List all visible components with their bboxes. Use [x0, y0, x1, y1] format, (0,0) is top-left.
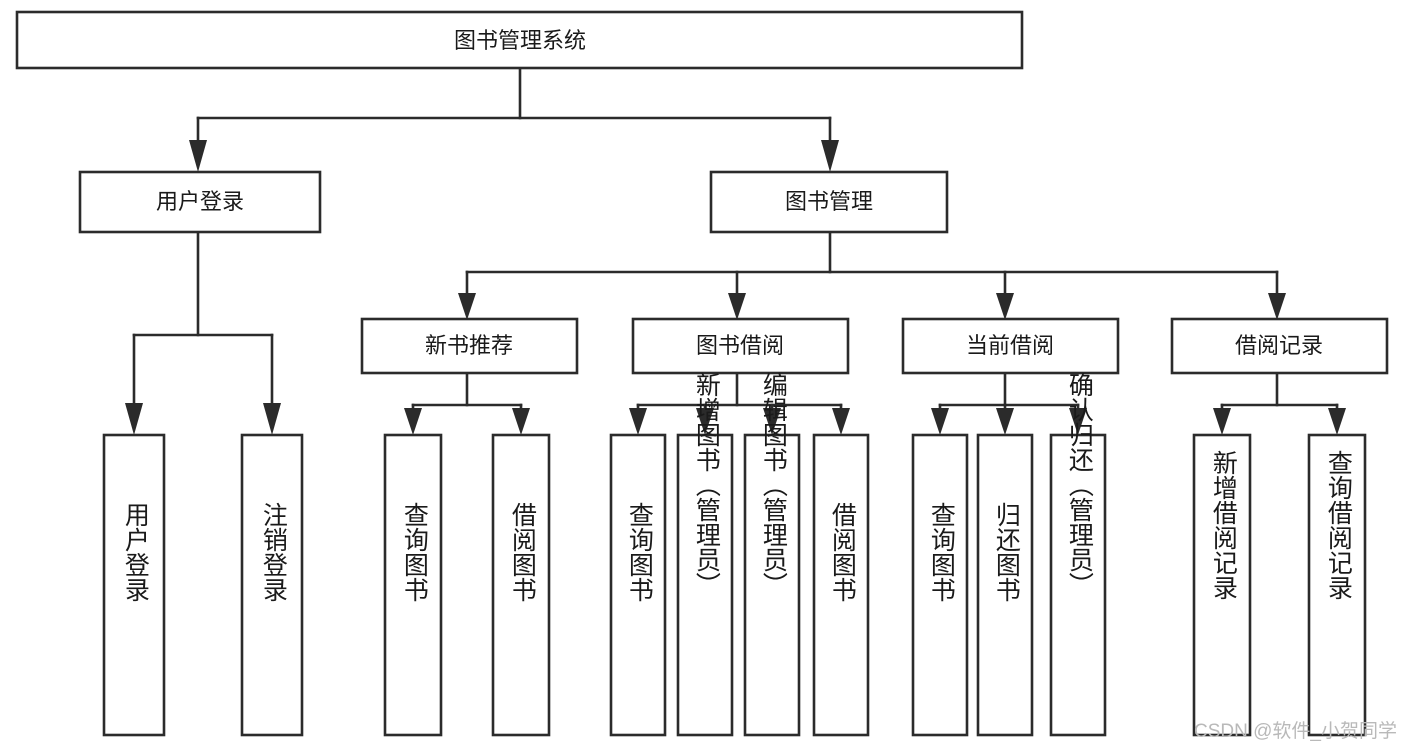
arrowhead-borrow-record — [1268, 293, 1286, 320]
node-book-borrow[interactable]: 图书借阅 — [631, 317, 850, 375]
node-current-borrow-box[interactable] — [901, 317, 1120, 375]
node-leaf-return-book[interactable]: 归还图书 — [976, 433, 1034, 737]
node-leaf-borrow-book-1-label: 借阅图书 — [508, 502, 537, 602]
arrowhead-leaf-add-record — [1213, 408, 1231, 435]
node-leaf-borrow-book-1-box[interactable] — [491, 433, 551, 737]
node-leaf-user-login-box[interactable] — [102, 433, 166, 737]
node-new-book-recommend[interactable]: 新书推荐 — [360, 317, 579, 375]
node-leaf-return-book-label: 归还图书 — [992, 502, 1021, 602]
arrowhead-leaf-query-book-1 — [404, 408, 422, 435]
node-book-borrow-label: 图书借阅 — [696, 333, 784, 358]
node-leaf-query-book-3[interactable]: 查询图书 — [911, 433, 969, 737]
node-leaf-add-record-box[interactable] — [1192, 433, 1252, 737]
arrowhead-leaf-return-book — [996, 408, 1014, 435]
arrowhead-book-borrow — [728, 293, 746, 320]
connector-group — [125, 66, 1346, 435]
node-leaf-query-record[interactable]: 查询借阅记录 — [1307, 433, 1367, 737]
node-borrow-record-box[interactable] — [1170, 317, 1389, 375]
node-leaf-return-book-box[interactable] — [976, 433, 1034, 737]
node-current-borrow[interactable]: 当前借阅 — [901, 317, 1120, 375]
node-current-borrow-label: 当前借阅 — [966, 333, 1054, 358]
arrowhead-leaf-edit-book — [763, 408, 781, 435]
node-leaf-query-record-label: 查询借阅记录 — [1324, 450, 1353, 600]
arrowhead-leaf-user-login — [125, 403, 143, 435]
node-leaf-borrow-book-2-box[interactable] — [812, 433, 870, 737]
arrowhead-new-book-recommend — [458, 293, 476, 320]
node-borrow-record-label: 借阅记录 — [1235, 333, 1323, 358]
node-leaf-query-book-1[interactable]: 查询图书 — [383, 433, 443, 737]
node-leaf-query-book-2-label: 查询图书 — [625, 502, 654, 602]
node-root-label: 图书管理系统 — [454, 28, 586, 53]
node-leaf-confirm-return-box[interactable] — [1049, 433, 1107, 737]
arrowhead-leaf-borrow-book-2 — [832, 408, 850, 435]
node-leaf-logout-login[interactable]: 注销登录 — [240, 433, 304, 737]
node-leaf-add-record[interactable]: 新增借阅记录 — [1192, 433, 1252, 737]
csdn-watermark: CSDN @软件_小贺同学 — [1194, 721, 1397, 742]
arrowhead-leaf-confirm-return — [1069, 408, 1087, 435]
node-leaf-confirm-return-label: 确认归还（管理员） — [1065, 372, 1094, 597]
node-leaf-query-book-2[interactable]: 查询图书 — [609, 433, 667, 737]
node-leaf-query-book-2-box[interactable] — [609, 433, 667, 737]
arrowhead-leaf-query-record — [1328, 408, 1346, 435]
node-user-login-box[interactable] — [78, 170, 322, 234]
node-leaf-add-book-label: 新增图书（管理员） — [692, 372, 721, 597]
node-leaf-edit-book-label: 编辑图书（管理员） — [759, 372, 788, 597]
node-leaf-add-book[interactable]: 新增图书（管理员） — [676, 372, 734, 737]
node-leaf-user-login[interactable]: 用户登录 — [102, 433, 166, 737]
node-leaf-edit-book[interactable]: 编辑图书（管理员） — [743, 372, 801, 737]
node-leaf-logout-login-box[interactable] — [240, 433, 304, 737]
node-leaf-borrow-book-2[interactable]: 借阅图书 — [812, 433, 870, 737]
arrowhead-leaf-query-book-3 — [931, 408, 949, 435]
arrowhead-book-manage — [821, 140, 839, 172]
arrowhead-leaf-add-book — [696, 408, 714, 435]
node-leaf-borrow-book-2-label: 借阅图书 — [828, 502, 857, 602]
node-book-manage[interactable]: 图书管理 — [709, 170, 949, 234]
node-leaf-user-login-label: 用户登录 — [121, 502, 150, 602]
node-root[interactable]: 图书管理系统 — [15, 10, 1024, 70]
arrowhead-leaf-borrow-book-1 — [512, 408, 530, 435]
node-leaf-add-record-label: 新增借阅记录 — [1209, 450, 1238, 600]
arrowhead-leaf-logout-login — [263, 403, 281, 435]
node-leaf-query-record-box[interactable] — [1307, 433, 1367, 737]
arrowhead-leaf-query-book-2 — [629, 408, 647, 435]
node-leaf-query-book-1-label: 查询图书 — [400, 502, 429, 602]
node-leaf-confirm-return[interactable]: 确认归还（管理员） — [1049, 372, 1107, 737]
node-book-borrow-box[interactable] — [631, 317, 850, 375]
node-leaf-borrow-book-1[interactable]: 借阅图书 — [491, 433, 551, 737]
node-book-manage-box[interactable] — [709, 170, 949, 234]
arrowhead-current-borrow — [996, 293, 1014, 320]
node-new-book-recommend-box[interactable] — [360, 317, 579, 375]
node-borrow-record[interactable]: 借阅记录 — [1170, 317, 1389, 375]
node-leaf-edit-book-box[interactable] — [743, 433, 801, 737]
node-leaf-add-book-box[interactable] — [676, 433, 734, 737]
node-book-manage-label: 图书管理 — [785, 189, 873, 214]
node-root-box[interactable] — [15, 10, 1024, 70]
node-user-login[interactable]: 用户登录 — [78, 170, 322, 234]
arrowhead-user-login — [189, 140, 207, 172]
node-user-login-label: 用户登录 — [156, 189, 244, 214]
node-leaf-query-book-3-box[interactable] — [911, 433, 969, 737]
node-leaf-logout-login-label: 注销登录 — [259, 502, 288, 602]
node-leaf-query-book-1-box[interactable] — [383, 433, 443, 737]
node-new-book-recommend-label: 新书推荐 — [425, 333, 513, 358]
node-leaf-query-book-3-label: 查询图书 — [927, 502, 956, 602]
